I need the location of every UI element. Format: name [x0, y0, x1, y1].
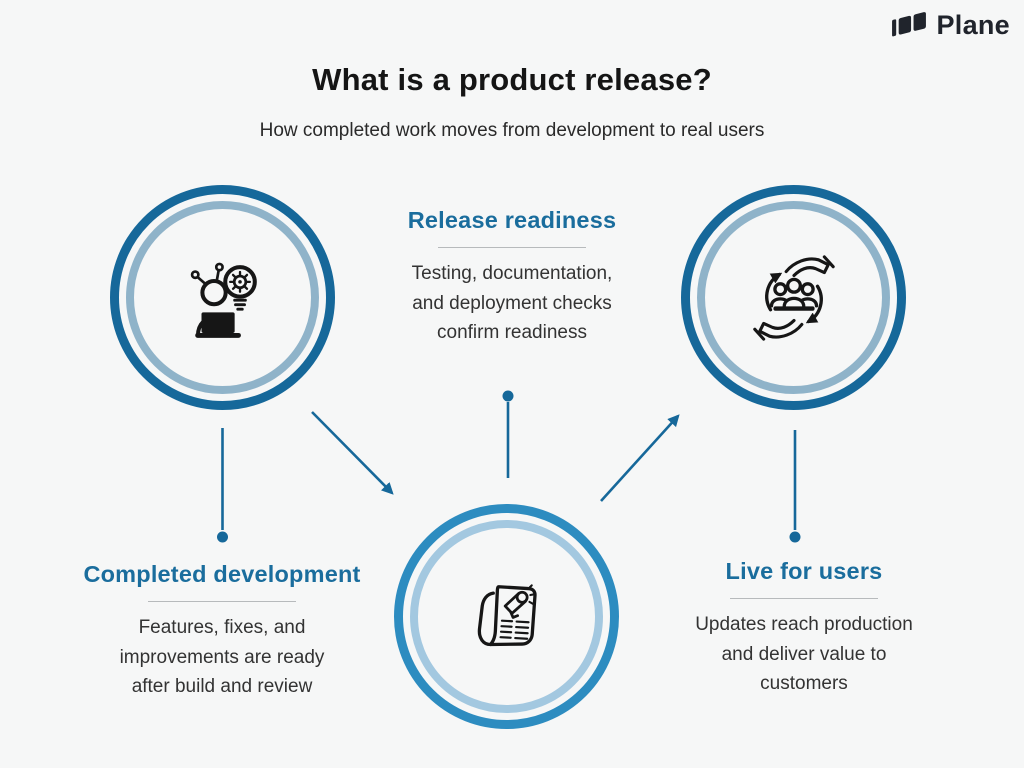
step-heading-completed-development: Completed development — [83, 561, 361, 587]
developer-idea-icon — [190, 262, 257, 338]
node-completed-development — [110, 185, 335, 410]
step-body-completed-development: Features, fixes, and improvements are re… — [119, 617, 325, 697]
step-heading-release-readiness: Release readiness — [407, 207, 617, 233]
connector-dev-to-release-arrow — [311, 411, 394, 495]
connector-release-to-users-arrow — [600, 414, 680, 502]
plane-logo-icon — [892, 11, 927, 36]
connector-users-label-dot — [789, 531, 801, 543]
node-release-readiness — [394, 504, 619, 729]
page-subtitle: How completed work moves from developmen… — [259, 120, 765, 141]
step-completed-development: Completed development Features, fixes, a… — [52, 561, 392, 702]
plane-logo-text: Plane — [936, 10, 1010, 40]
step-divider — [730, 598, 878, 599]
page-title: What is a product release? — [312, 62, 712, 97]
node-release-readiness-inner — [410, 520, 603, 713]
step-heading-live-for-users: Live for users — [725, 558, 883, 584]
connector-dev-label-dot — [217, 531, 228, 543]
node-live-for-users-inner — [697, 201, 890, 394]
announcement-newspaper-icon — [477, 583, 537, 646]
node-completed-development-inner — [126, 201, 319, 394]
connector-readiness-label-dot — [502, 390, 514, 402]
step-body-live-for-users: Updates reach production and deliver val… — [695, 614, 913, 694]
step-release-readiness: Release readiness Testing, documentation… — [362, 207, 662, 348]
step-body-release-readiness: Testing, documentation, and deployment c… — [411, 263, 613, 343]
step-divider — [438, 247, 586, 248]
step-divider — [148, 601, 296, 602]
plane-logo: Plane — [890, 10, 1010, 41]
users-hands-icon — [752, 254, 835, 341]
node-live-for-users — [681, 185, 906, 410]
step-live-for-users: Live for users Updates reach production … — [654, 558, 954, 699]
